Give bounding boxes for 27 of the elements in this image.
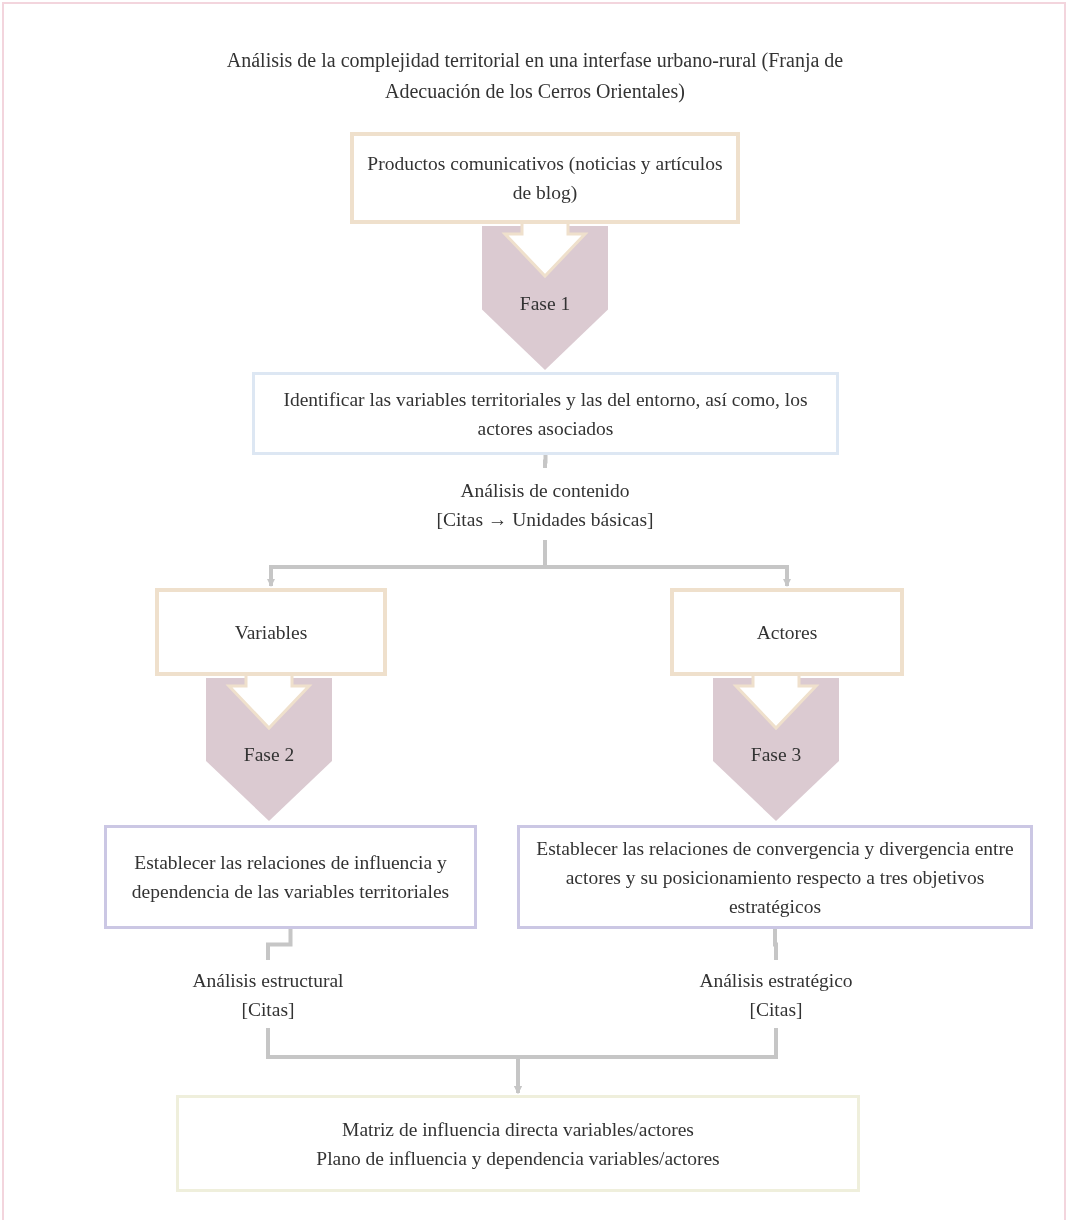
box-text: Productos comunicativos (noticias y artículos de blog): [366, 152, 724, 205]
box-text: Matriz de influencia directa variables/actores: [342, 1117, 694, 1142]
box-text: Plano de influencia y dependencia variables/actores: [316, 1146, 720, 1171]
method-label: [Citas → Unidades básicas]: [436, 508, 654, 532]
process-box: [176, 1095, 860, 1192]
method-label: Análisis estratégico: [699, 969, 853, 993]
diagram-title: Análisis de la complejidad territorial en una interfase urbano-rural (Franja de Adecuación de los Cerros Orientales): [225, 48, 845, 105]
method-label: Análisis estructural: [192, 969, 344, 993]
phase-label: Fase 2: [243, 743, 295, 767]
process-box: [104, 825, 477, 929]
box-text: Variables: [234, 620, 308, 645]
phase-label: Fase 1: [519, 292, 571, 316]
process-box: [252, 372, 839, 455]
box-text: Identificar las variables territoriales y las del entorno, así como, los actores asociados: [282, 387, 809, 441]
method-label: [Citas]: [241, 998, 295, 1022]
connector-arrow: [543, 540, 791, 587]
method-label: [Citas]: [749, 998, 803, 1022]
process-box: [155, 588, 387, 676]
phase-label: Fase 3: [750, 743, 802, 767]
box-text: Actores: [756, 620, 818, 645]
box-text: Establecer las relaciones de influencia y dependencia de las variables territoriales: [130, 851, 451, 904]
process-box: [517, 825, 1033, 929]
box-text: Establecer las relaciones de convergencia y divergencia entre actores y su posicionamiento respecto a tres objetivos estratégicos: [535, 836, 1015, 919]
process-box: [350, 132, 740, 224]
process-box: [670, 588, 904, 676]
connector-arrow: [514, 1028, 778, 1094]
method-label: Análisis de contenido: [460, 479, 630, 503]
